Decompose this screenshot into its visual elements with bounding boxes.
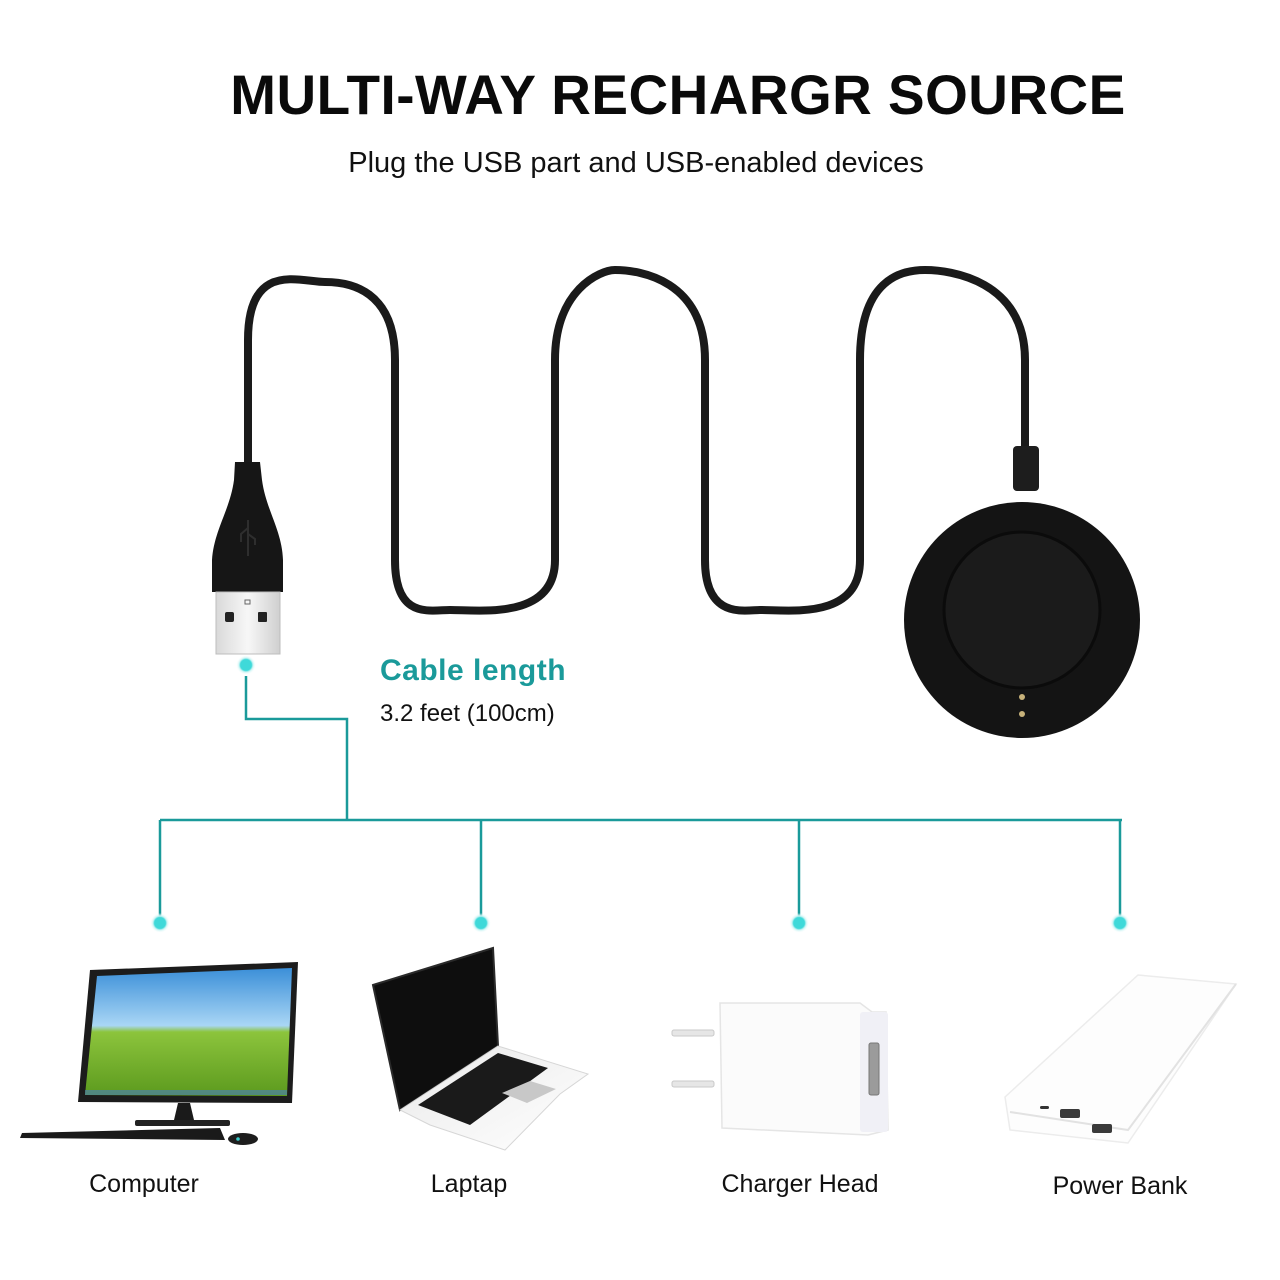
device-label-power-bank: Power Bank	[1052, 1172, 1188, 1200]
cable-length-value: 3.2 feet (100cm)	[380, 700, 555, 727]
device-label-laptop: Laptap	[430, 1170, 508, 1198]
device-label-charger-head: Charger Head	[721, 1170, 879, 1198]
laptop-connector-dot	[471, 913, 491, 933]
usb-cable	[244, 265, 1029, 615]
charger-connector-dot	[789, 913, 809, 933]
page-title: MULTI-WAY RECHARGR SOURCE	[230, 63, 1126, 126]
laptop-icon	[371, 946, 590, 1151]
device-label-computer: Computer	[89, 1170, 199, 1198]
usb-a-connector	[212, 462, 283, 655]
charging-dock	[904, 446, 1140, 738]
wall-charger-icon	[671, 1002, 889, 1136]
powerbank-connector-dot	[1110, 913, 1130, 933]
computer-connector-dot	[150, 913, 170, 933]
power-bank-icon	[1004, 974, 1238, 1144]
connection-tree	[158, 676, 1122, 922]
page-subtitle: Plug the USB part and USB-enabled device…	[348, 147, 924, 179]
desktop-computer-icon	[20, 962, 298, 1145]
usb-connector-dot	[236, 655, 256, 675]
cable-length-label: Cable length	[380, 654, 567, 687]
usb-symbol-icon	[240, 520, 256, 556]
